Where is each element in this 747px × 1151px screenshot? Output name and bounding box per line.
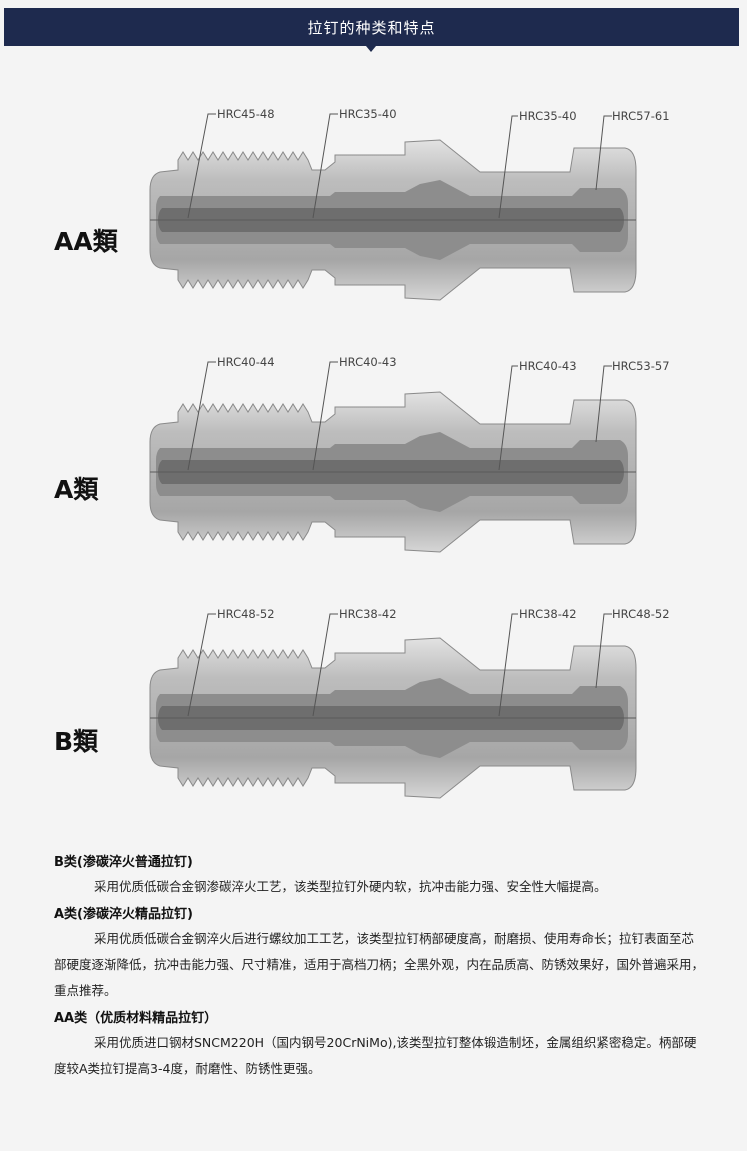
stud-diagram-b: HRC48-52 HRC38-42 HRC38-42 HRC48-52 [149, 607, 670, 799]
banner-title: 拉钉的种类和特点 [307, 18, 436, 37]
hrc-label-thread: HRC48-52 [217, 607, 275, 621]
hrc-leaders [187, 613, 612, 717]
section-heading-aa: AA类（优质材料精品拉钉） [54, 1011, 218, 1026]
hrc-label-shank: HRC35-40 [339, 107, 397, 121]
hrc-leaders [187, 113, 612, 219]
banner-notch [366, 46, 376, 52]
stud-diagram-a: HRC40-44 HRC40-43 HRC40-43 HRC53-57 [149, 355, 670, 553]
hrc-leaders [187, 361, 612, 471]
hrc-label-shank: HRC40-43 [339, 355, 397, 369]
title-banner: 拉钉的种类和特点 [4, 8, 739, 46]
hrc-label-neck: HRC40-43 [519, 359, 577, 373]
section-text-aa: 采用优质进口钢材SNCM220H（国内钢号20CrNiMo),该类型拉钉整体锻造… [54, 1035, 697, 1076]
hrc-label-head: HRC53-57 [612, 359, 670, 373]
section-text-b: 采用优质低碳合金钢渗碳淬火工艺，该类型拉钉外硬内软，抗冲击能力强、安全性大幅提高… [94, 879, 607, 894]
type-label-a: A類 [54, 475, 99, 504]
hrc-label-shank: HRC38-42 [339, 607, 397, 621]
hrc-label-neck: HRC35-40 [519, 109, 577, 123]
hrc-label-head: HRC57-61 [612, 109, 670, 123]
hrc-label-neck: HRC38-42 [519, 607, 577, 621]
hrc-label-head: HRC48-52 [612, 607, 670, 621]
hrc-label-thread: HRC40-44 [217, 355, 275, 369]
section-heading-a: A类(渗碳淬火精品拉钉) [54, 907, 193, 922]
hrc-label-thread: HRC45-48 [217, 107, 275, 121]
description-section: B类(渗碳淬火普通拉钉) 采用优质低碳合金钢渗碳淬火工艺，该类型拉钉外硬内软，抗… [54, 852, 704, 1086]
type-label-b: B類 [54, 727, 99, 756]
stud-diagram-aa: HRC45-48 HRC35-40 HRC35-40 HRC57-61 [149, 107, 670, 301]
type-label-aa: AA類 [54, 227, 118, 256]
section-text-a: 采用优质低碳合金钢淬火后进行螺纹加工工艺，该类型拉钉柄部硬度高，耐磨损、使用寿命… [54, 931, 705, 998]
section-heading-b: B类(渗碳淬火普通拉钉) [54, 855, 193, 870]
